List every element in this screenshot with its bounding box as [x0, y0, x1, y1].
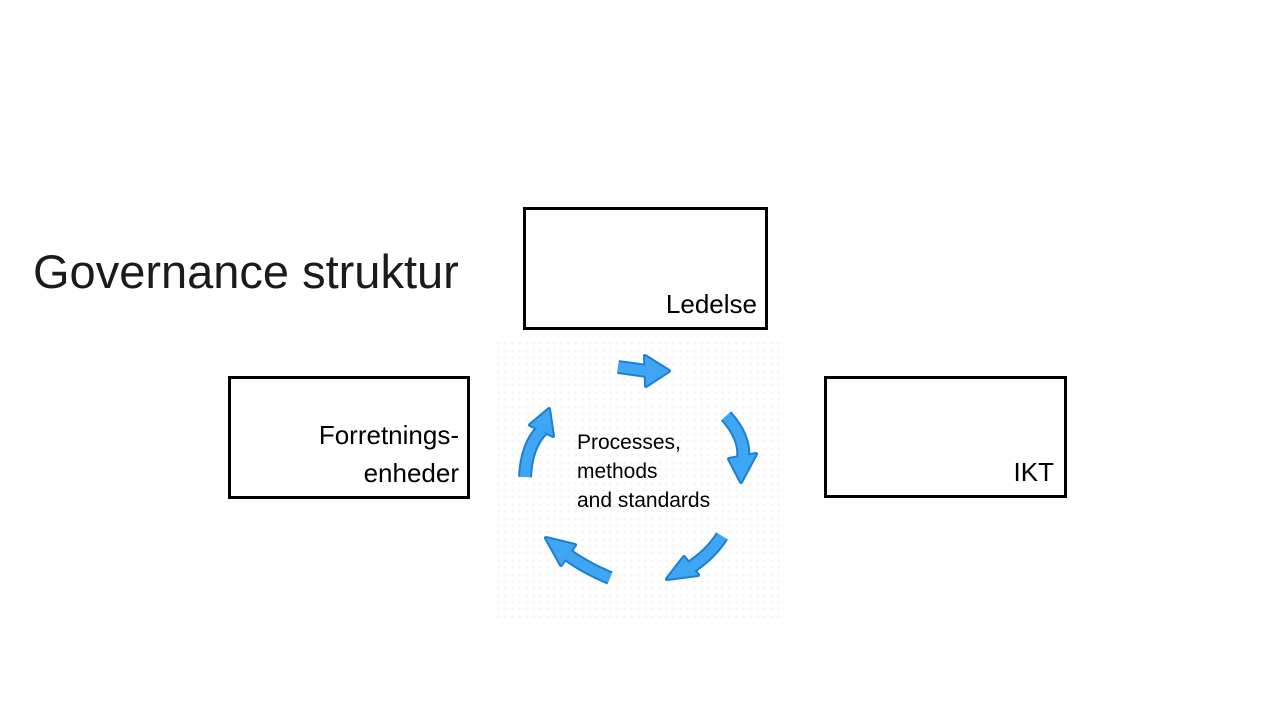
cycle-center-text-line2: methods — [577, 460, 658, 483]
arrow-south-icon — [720, 411, 758, 484]
box-forretningsenheder: Forretnings-enheder — [228, 376, 470, 499]
cycle-center-text: Processes, methods and standards — [577, 428, 710, 515]
cycle-diagram: Processes, methods and standards — [495, 340, 785, 620]
box-ledelse-label: Ledelse — [665, 289, 757, 319]
slide-title: Governance struktur — [33, 245, 459, 298]
box-forretningsenheder-label: Forretnings-enheder — [319, 416, 459, 492]
arrow-southwest-icon — [665, 532, 728, 581]
arrow-east-icon — [617, 354, 671, 388]
box-forretningsenheder-label-line2: enheder — [363, 458, 459, 488]
box-forretningsenheder-label-line1: Forretnings- — [318, 420, 459, 450]
arrow-northwest-icon — [544, 536, 613, 585]
arrow-north-icon — [518, 407, 555, 478]
box-ikt-label: IKT — [1013, 457, 1054, 487]
cycle-center-text-line1: Processes, — [577, 431, 681, 454]
cycle-arrows-image — [518, 354, 758, 585]
cycle-center-text-line3: and standards — [577, 489, 711, 512]
box-ikt: IKT — [824, 376, 1067, 498]
box-ledelse: Ledelse — [523, 207, 768, 330]
